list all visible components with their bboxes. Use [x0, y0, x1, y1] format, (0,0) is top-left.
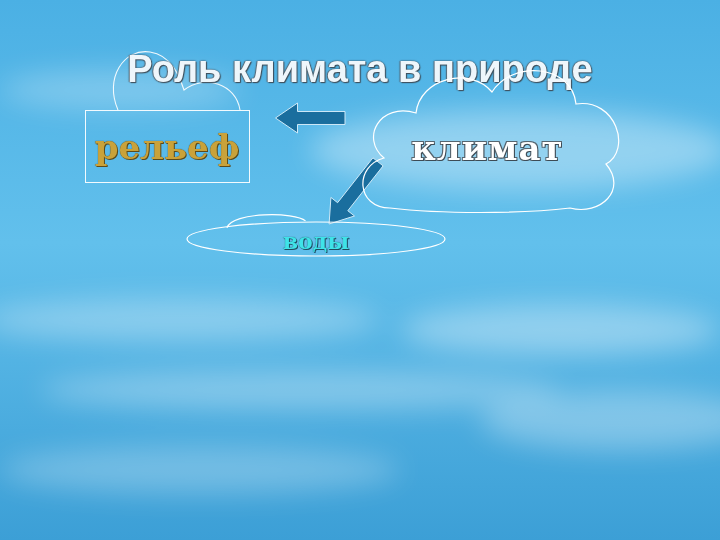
node-label: воды [283, 228, 350, 254]
cloud-shape: климат [350, 58, 625, 213]
haze [0, 446, 400, 494]
haze [0, 298, 380, 342]
haze-clouds [0, 70, 720, 494]
haze [400, 304, 720, 356]
node-label: рельеф [95, 127, 240, 167]
haze [480, 390, 720, 450]
haze [40, 370, 560, 410]
ellipse-shape: воды [185, 214, 447, 260]
rect-box: рельеф [85, 110, 250, 183]
title-block: Роль климата в природе [0, 48, 720, 91]
cloud-bump [227, 215, 306, 228]
node-label: климат [411, 128, 563, 168]
cloud-outline [363, 71, 619, 213]
ellipse-outline [187, 222, 445, 256]
arrow [276, 103, 346, 133]
title: Роль климата в природе [127, 48, 592, 90]
arrow [329, 158, 383, 224]
